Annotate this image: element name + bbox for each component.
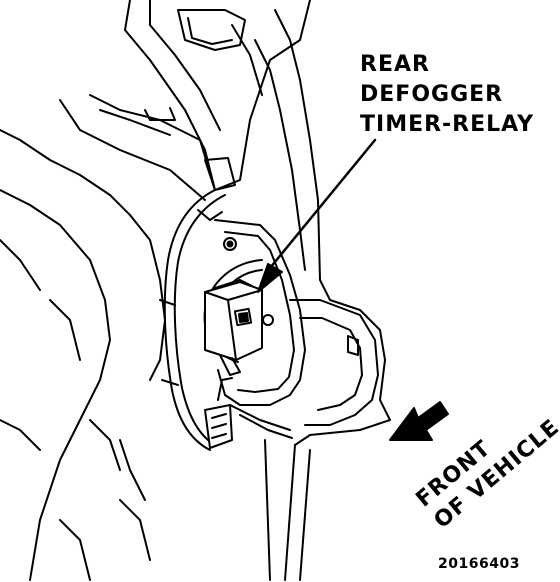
body-panel (231, 9, 391, 581)
mounting-bracket (214, 219, 306, 406)
side-bracket (262, 299, 379, 426)
upper-pillar-trim (59, 0, 311, 201)
wire-harness (159, 157, 236, 451)
timer-relay-module (204, 279, 263, 376)
lower-pillar (119, 404, 293, 501)
harness-connector (204, 377, 233, 449)
relay-callout-label: REAR DEFOGGER TIMER-RELAY (360, 50, 534, 140)
figure-number: 20166403 (438, 556, 520, 572)
left-trim-panel (0, 129, 166, 581)
front-direction-arrow (389, 401, 449, 441)
callout-line-2: DEFOGGER (360, 82, 504, 107)
callout-line-1: REAR (360, 52, 430, 77)
callout-line-3: TIMER-RELAY (360, 112, 535, 137)
callout-leader (257, 138, 377, 293)
